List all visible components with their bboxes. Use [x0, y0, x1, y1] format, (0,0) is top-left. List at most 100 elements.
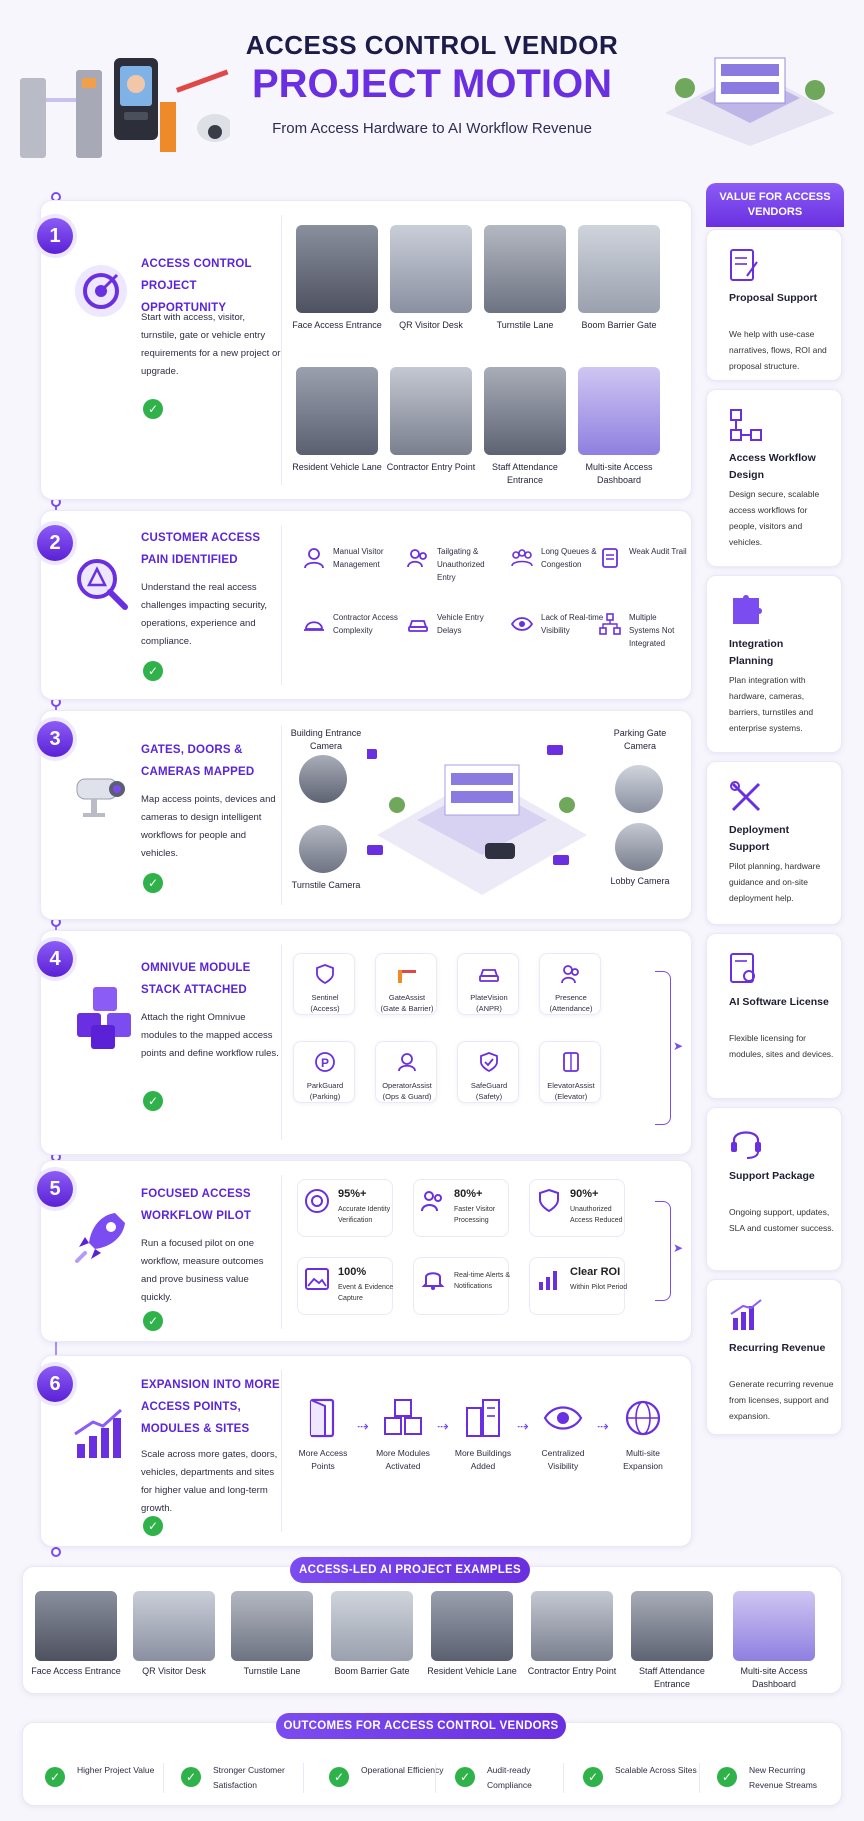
outcome-item: ✓New Recurring Revenue Streams — [717, 1763, 837, 1793]
module-sentinel: Sentinel(Access) — [293, 953, 355, 1015]
value-title: Access Workflow Design — [729, 452, 816, 481]
metric-value: 100% — [338, 1266, 367, 1278]
tile-image — [296, 367, 378, 455]
tile-caption: Multi-site Access Dashboard — [585, 462, 653, 485]
example-caption: Resident Vehicle Lane — [427, 1666, 517, 1676]
flow-step: Multi-site Expansion — [607, 1398, 679, 1473]
camera-label: Parking Gate Camera — [613, 728, 667, 751]
outcome-label: Operational Efficiency — [361, 1765, 444, 1775]
bar-chart-icon — [539, 1271, 557, 1290]
step-number: 1 — [37, 218, 73, 254]
metric-label: Real-time Alerts & Notifications — [454, 1272, 511, 1290]
step-description: Run a focused pilot on one workflow, mea… — [141, 1238, 264, 1303]
example-image — [531, 1591, 613, 1661]
check-icon: ✓ — [329, 1767, 349, 1787]
check-icon: ✓ — [143, 661, 163, 681]
example-caption: Face Access Entrance — [31, 1666, 121, 1676]
title-line2: PROJECT MOTION — [251, 62, 613, 106]
door-icon — [309, 1398, 335, 1438]
flow-label: More Buildings Added — [454, 1448, 512, 1471]
step-number: 2 — [37, 525, 73, 561]
car-icon — [408, 620, 428, 632]
header: ACCESS CONTROL VENDOR PROJECT MOTION Fro… — [0, 0, 864, 170]
step-description: Map access points, devices and cameras t… — [141, 794, 276, 859]
divider — [281, 215, 282, 485]
check-icon: ✓ — [143, 1091, 163, 1111]
value-card-proposal: Proposal Support We help with use-case n… — [706, 229, 842, 381]
example-caption: Boom Barrier Gate — [334, 1666, 410, 1676]
arrow-right-icon: ➤ — [673, 1039, 684, 1053]
target-icon — [305, 1189, 329, 1213]
check-icon: ✓ — [143, 1311, 163, 1331]
people-icon — [407, 549, 427, 568]
arrow-right-icon: ⇢ — [437, 1418, 449, 1434]
module-gateassist: GateAssist(Gate & Barrier) — [375, 953, 437, 1015]
value-description: Pilot planning, hardware guidance and on… — [729, 861, 821, 903]
tools-icon — [730, 781, 761, 812]
metric-value: 90%+ — [570, 1188, 599, 1200]
value-title: Deployment Support — [729, 824, 790, 853]
value-card-workflow: Access Workflow Design Design secure, sc… — [706, 389, 842, 567]
flow-label: More Modules Activated — [376, 1448, 430, 1471]
access-hardware-illustration — [20, 58, 230, 158]
pain-label: Contractor Access Complexity — [333, 613, 398, 635]
bell-icon — [421, 1272, 445, 1290]
barrier-icon — [398, 970, 416, 983]
module-name: Presence — [555, 993, 587, 1002]
example-caption: Staff Attendance Entrance — [639, 1666, 705, 1689]
value-title: Proposal Support — [729, 292, 818, 304]
pain-label: Multiple Systems Not Integrated — [629, 613, 675, 648]
outcome-item: ✓Stronger Customer Satisfaction — [181, 1763, 301, 1793]
pain-item: Vehicle Entry Delays — [407, 611, 503, 637]
value-card-integration: Integration Planning Plan integration wi… — [706, 575, 842, 753]
shield-check-icon — [480, 1052, 498, 1072]
module-elevatorassist: ElevatorAssist(Elevator) — [539, 1041, 601, 1103]
module-name: Sentinel — [311, 993, 339, 1002]
metric-card: 100%Event & Evidence Capture — [297, 1257, 393, 1315]
pain-item: Tailgating & Unauthorized Entry — [407, 545, 503, 584]
divider — [281, 725, 282, 905]
metric-label: Faster Visitor Processing — [454, 1206, 496, 1224]
tile-caption: Turnstile Lane — [496, 320, 554, 330]
headset-icon — [731, 1131, 761, 1159]
subtitle: From Access Hardware to AI Workflow Reve… — [272, 120, 592, 137]
metric-card: 90%+ Unauthorized Access Reduced — [529, 1179, 625, 1237]
tile-caption: QR Visitor Desk — [399, 320, 463, 330]
growth-chart-icon — [74, 1408, 122, 1458]
flow-label: Multi-site Expansion — [623, 1448, 663, 1471]
visitor-icon — [304, 548, 324, 569]
module-name: OperatorAssist — [382, 1081, 432, 1090]
magnifier-alert-icon — [77, 559, 128, 610]
arrow-right-icon: ⇢ — [517, 1418, 529, 1434]
step-title: OMNIVUE MODULE STACK ATTACHED — [141, 962, 251, 996]
pain-label: Weak Audit Trail — [629, 547, 687, 556]
value-title: Support Package — [729, 1170, 815, 1182]
metric-label: Unauthorized Access Reduced — [570, 1206, 623, 1224]
network-icon — [599, 613, 621, 635]
tile-image — [484, 225, 566, 313]
outcome-label: Scalable Across Sites — [615, 1765, 697, 1775]
example-image — [133, 1591, 215, 1661]
module-sub: (ANPR) — [476, 1004, 502, 1013]
arrow-right-icon: ⇢ — [597, 1418, 609, 1434]
pain-item: Contractor Access Complexity — [303, 611, 399, 637]
step-3-card: 3 GATES, DOORS & CAMERAS MAPPED Map acce… — [37, 710, 692, 920]
tile-caption: Resident Vehicle Lane — [292, 462, 382, 472]
value-card-support: Support Package Ongoing support, updates… — [706, 1107, 842, 1271]
example-caption: Multi-site Access Dashboard — [740, 1666, 808, 1689]
examples-heading: ACCESS-LED AI PROJECT EXAMPLES — [290, 1557, 530, 1583]
check-icon: ✓ — [717, 1767, 737, 1787]
camera-label: Building Entrance Camera — [290, 728, 362, 751]
workflow-icon — [730, 409, 762, 441]
examples-panel: Face Access Entrance QR Visitor Desk Tur… — [22, 1566, 842, 1694]
camera-view — [299, 755, 347, 803]
value-description: Plan integration with hardware, cameras,… — [729, 675, 814, 733]
value-title: Integration Planning — [729, 638, 784, 667]
check-icon: ✓ — [455, 1767, 475, 1787]
check-icon: ✓ — [143, 1516, 163, 1536]
tile-image — [578, 225, 660, 313]
tile-caption: Contractor Entry Point — [386, 462, 476, 472]
value-description: Generate recurring revenue from licenses… — [729, 1379, 834, 1421]
image-icon — [305, 1268, 329, 1290]
module-sub: (Gate & Barrier) — [380, 1004, 434, 1013]
